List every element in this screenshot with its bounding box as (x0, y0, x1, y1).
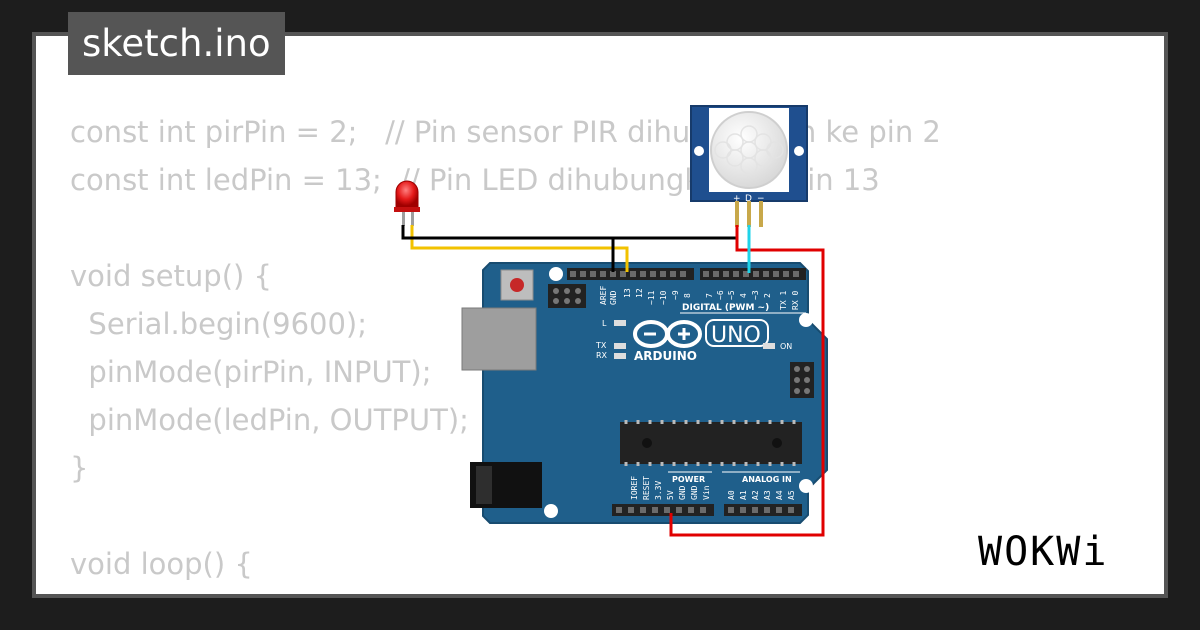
svg-text:~3: ~3 (751, 290, 760, 300)
svg-text:~11: ~11 (647, 290, 656, 305)
svg-text:A2: A2 (751, 490, 760, 500)
svg-text:~10: ~10 (659, 290, 668, 305)
analog-header-label: ANALOG IN (742, 475, 792, 484)
code-line: } (70, 451, 89, 485)
top-pin-labels: AREF GND 13 12 ~11 ~10 ~9 8 7 ~6 ~5 4 ~3… (599, 286, 800, 310)
svg-text:~9: ~9 (671, 290, 680, 300)
svg-text:5V: 5V (666, 490, 675, 500)
tx-led-label: TX (595, 341, 607, 350)
svg-text:A5: A5 (787, 490, 796, 500)
rx-led (614, 353, 626, 359)
l-led (614, 320, 626, 326)
svg-text:RESET: RESET (642, 476, 651, 500)
on-led (763, 343, 775, 349)
code-line: const int pirPin = 2; // Pin sensor PIR … (70, 115, 941, 149)
svg-text:Vin: Vin (702, 485, 711, 500)
svg-text:TX 1: TX 1 (779, 291, 788, 310)
code-line: pinMode(pirPin, INPUT); (70, 355, 432, 389)
power-header (612, 504, 714, 516)
svg-text:~6: ~6 (716, 290, 725, 300)
reset-button[interactable] (510, 278, 524, 292)
board-model-label: UNO (711, 323, 761, 348)
svg-text:A3: A3 (763, 490, 772, 500)
l-led-label: L (602, 319, 607, 328)
svg-text:AREF: AREF (599, 286, 608, 305)
bottom-pin-labels: IOREF RESET 3.3V 5V GND GND Vin A0 A1 A2… (630, 476, 796, 500)
svg-text:A4: A4 (775, 490, 784, 500)
svg-text:2: 2 (763, 293, 772, 298)
digital-header-label: DIGITAL (PWM ~) (682, 303, 769, 313)
svg-text:RX 0: RX 0 (791, 291, 800, 310)
uno-badge (705, 319, 769, 347)
svg-text:IOREF: IOREF (630, 476, 639, 500)
arduino-uno-board[interactable]: AREF GND 13 12 ~11 ~10 ~9 8 7 ~6 ~5 4 ~3… (461, 262, 828, 524)
code-line: void loop() { (70, 547, 253, 581)
svg-text:4: 4 (739, 293, 748, 298)
icsp-header-top (548, 284, 586, 308)
svg-text:~5: ~5 (727, 290, 736, 300)
svg-text:7: 7 (705, 293, 714, 298)
pir-motion-sensor[interactable]: + D − (690, 105, 808, 227)
svg-text:GND: GND (678, 485, 687, 500)
code-line: pinMode(ledPin, OUTPUT); (70, 403, 469, 437)
code-line: Serial.begin(9600); (70, 307, 368, 341)
board-brand-label: ARDUINO (634, 349, 697, 363)
mount-hole (544, 504, 558, 518)
svg-text:3.3V: 3.3V (654, 481, 663, 500)
svg-text:A1: A1 (739, 490, 748, 500)
wire-5v-power[interactable] (669, 225, 825, 537)
svg-text:GND: GND (609, 290, 618, 305)
mount-hole (799, 479, 813, 493)
on-led-label: ON (780, 342, 792, 351)
pir-pin-minus-label: − (757, 194, 765, 204)
code-line: void setup() { (70, 259, 272, 293)
wokwi-logo: WOKWi (978, 529, 1109, 575)
mount-hole (799, 313, 813, 327)
power-header-label: POWER (672, 475, 705, 484)
arduino-infinity-logo (633, 320, 702, 348)
pir-pin-plus-label: + (733, 194, 741, 204)
tx-led (614, 343, 626, 349)
red-led[interactable] (394, 180, 420, 226)
rx-led-label: RX (596, 351, 608, 360)
svg-text:8: 8 (683, 293, 692, 298)
code-preview: const int pirPin = 2; // Pin sensor PIR … (70, 108, 941, 594)
usb-port (461, 307, 537, 371)
pir-dome (710, 111, 788, 189)
svg-text:A0: A0 (727, 490, 736, 500)
icsp-header-right (790, 362, 814, 398)
svg-text:GND: GND (690, 485, 699, 500)
mount-hole (549, 267, 563, 281)
wires (401, 225, 825, 537)
sketch-filename-tab[interactable]: sketch.ino (68, 12, 285, 75)
svg-text:13: 13 (623, 288, 632, 298)
svg-text:12: 12 (635, 288, 644, 298)
pir-pin-data-label: D (745, 194, 752, 204)
